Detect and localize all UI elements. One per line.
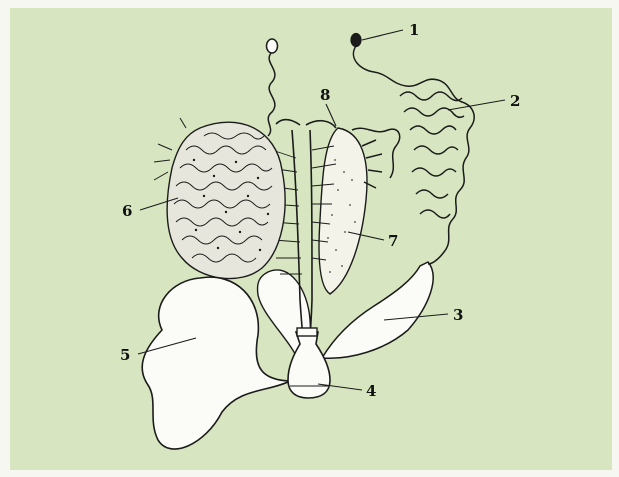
label-5: 5 (120, 346, 130, 364)
coiled-tubules (268, 46, 474, 264)
structure-6-mass (154, 118, 285, 279)
label-7: 7 (388, 232, 398, 250)
label-6: 6 (122, 202, 132, 220)
label-4: 4 (366, 382, 376, 400)
label-3: 3 (453, 306, 463, 324)
label-8: 8 (320, 86, 330, 104)
structure-7-gland (319, 128, 367, 294)
label-1: 1 (409, 21, 419, 39)
left-tubule-bulb (267, 39, 278, 53)
structure-1-bulb (351, 34, 361, 47)
label-2: 2 (510, 92, 520, 110)
junction-cap (297, 328, 317, 336)
